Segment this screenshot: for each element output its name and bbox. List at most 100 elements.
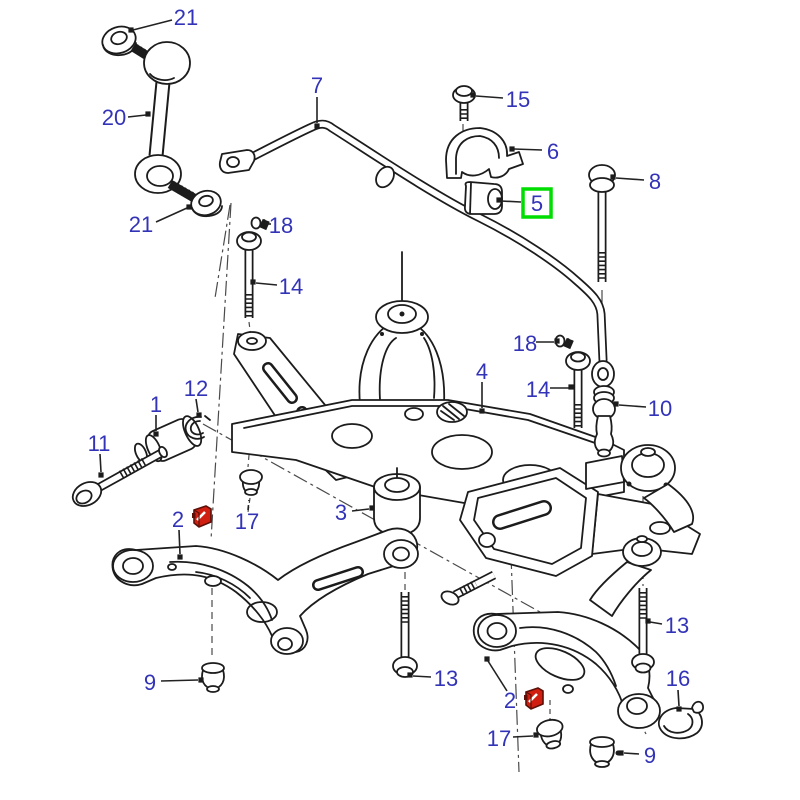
leader-line xyxy=(677,689,680,707)
part-number-text: 17 xyxy=(487,726,511,751)
part-label-4-13[interactable]: 4 xyxy=(476,359,488,414)
icon-shape xyxy=(192,513,196,518)
part-number-text: 1 xyxy=(150,392,162,417)
part-number-text: 13 xyxy=(665,613,689,638)
part-label-18-8[interactable]: 18 xyxy=(261,213,293,238)
bushing-3 xyxy=(373,467,421,536)
leader-marker xyxy=(196,412,202,418)
bolt-13-bottom xyxy=(392,592,418,678)
part-number-text: 8 xyxy=(649,169,661,194)
grommet-17-left xyxy=(239,469,263,496)
part-label-15-4[interactable]: 15 xyxy=(470,87,530,112)
part-label-8-7[interactable]: 8 xyxy=(610,169,661,194)
subframe-crossmember xyxy=(231,251,701,606)
bolt-8 xyxy=(588,164,616,282)
part-label-3-19[interactable]: 3 xyxy=(335,500,375,525)
part-label-2-22[interactable]: 2 xyxy=(484,656,516,713)
part-label-9-20[interactable]: 9 xyxy=(144,670,204,695)
rear-bushing-right xyxy=(589,535,662,617)
part-label-6-5[interactable]: 6 xyxy=(509,139,559,164)
stabilizer-bushing-5 xyxy=(463,181,503,215)
leader-line xyxy=(618,404,647,408)
part-number-text: 20 xyxy=(102,105,126,130)
part-label-10-12[interactable]: 10 xyxy=(613,396,672,421)
icon-shape xyxy=(525,687,544,710)
leader-line xyxy=(513,148,543,151)
clamp-bolt-15 xyxy=(452,85,476,121)
part-label-13-23[interactable]: 13 xyxy=(645,613,689,638)
part-label-18-10[interactable]: 18 xyxy=(513,331,560,356)
icon-shape xyxy=(193,509,200,527)
part-label-11-16[interactable]: 11 xyxy=(88,431,111,478)
part-number-text: 15 xyxy=(506,87,530,112)
leader-line xyxy=(649,621,663,625)
part-number-text: 18 xyxy=(513,331,537,356)
leader-marker xyxy=(128,27,134,33)
part-number-text: 9 xyxy=(144,670,156,695)
part-number-text: 2 xyxy=(504,688,516,713)
leader-marker xyxy=(484,656,490,662)
part-label-13-21[interactable]: 13 xyxy=(407,666,458,691)
part-label-9-26[interactable]: 9 xyxy=(618,743,656,768)
part-number-text: 16 xyxy=(666,666,690,691)
part-number-text: 18 xyxy=(269,213,293,238)
part-label-21-2[interactable]: 21 xyxy=(129,204,192,237)
part-number-text: 7 xyxy=(311,73,323,98)
balljoint-boot-9-right xyxy=(589,736,621,768)
bolt-14-right xyxy=(565,351,591,428)
balljoint-boot-9-left xyxy=(201,662,225,693)
leader-marker xyxy=(554,338,560,344)
part-number-text: 14 xyxy=(526,377,550,402)
rear-mount xyxy=(585,444,694,533)
leader-marker xyxy=(618,750,624,756)
leader-marker xyxy=(533,732,539,738)
part-number-text: 17 xyxy=(235,509,259,534)
part-label-17-25[interactable]: 17 xyxy=(487,726,539,751)
part-label-2-17[interactable]: 2 xyxy=(172,507,184,560)
icon-shape xyxy=(193,505,212,528)
leader-marker xyxy=(186,204,192,210)
leader-line xyxy=(99,453,102,473)
part-number-text: 4 xyxy=(476,359,488,384)
part-number-text: 9 xyxy=(644,743,656,768)
stamped-boss xyxy=(436,401,468,423)
bolt-13-right xyxy=(631,588,655,674)
part-label-1-15[interactable]: 1 xyxy=(150,392,162,437)
leader-line xyxy=(412,675,432,678)
part-label-21-0[interactable]: 21 xyxy=(128,5,198,33)
leader-marker xyxy=(509,146,515,152)
leader-marker xyxy=(496,197,502,203)
leader-marker xyxy=(314,123,320,129)
bolt-14-left xyxy=(236,231,262,318)
part-label-16-24[interactable]: 16 xyxy=(666,666,690,712)
torque-note-icon[interactable] xyxy=(524,687,544,710)
torque-note-icon[interactable] xyxy=(192,505,212,528)
part-number-text: 21 xyxy=(129,212,153,237)
part-label-12-14[interactable]: 12 xyxy=(184,376,208,418)
leader-line xyxy=(132,19,173,31)
part-number-text: 10 xyxy=(648,396,672,421)
leader-line xyxy=(615,177,645,181)
small-bolt xyxy=(440,570,497,606)
retainer-clip-16 xyxy=(657,700,704,740)
icon-shape xyxy=(528,693,538,703)
leader-marker xyxy=(153,431,159,437)
part-number-text: 3 xyxy=(335,500,347,525)
clamp-bracket-6 xyxy=(445,127,524,179)
clip-12 xyxy=(184,415,211,440)
part-label-20-1[interactable]: 20 xyxy=(102,105,151,130)
part-label-14-9[interactable]: 14 xyxy=(250,274,303,299)
leader-line xyxy=(255,282,278,286)
part-number-text: 11 xyxy=(88,431,111,456)
leader-marker xyxy=(613,401,619,407)
part-number-text: 2 xyxy=(172,507,184,532)
part-label-14-11[interactable]: 14 xyxy=(526,377,574,402)
leader-marker xyxy=(261,221,267,227)
leader-line xyxy=(487,660,508,692)
part-label-7-3[interactable]: 7 xyxy=(311,73,323,129)
leader-line xyxy=(127,114,147,118)
part-label-17-18[interactable]: 17 xyxy=(235,499,259,534)
part-label-5-6[interactable]: 5 xyxy=(496,187,553,219)
